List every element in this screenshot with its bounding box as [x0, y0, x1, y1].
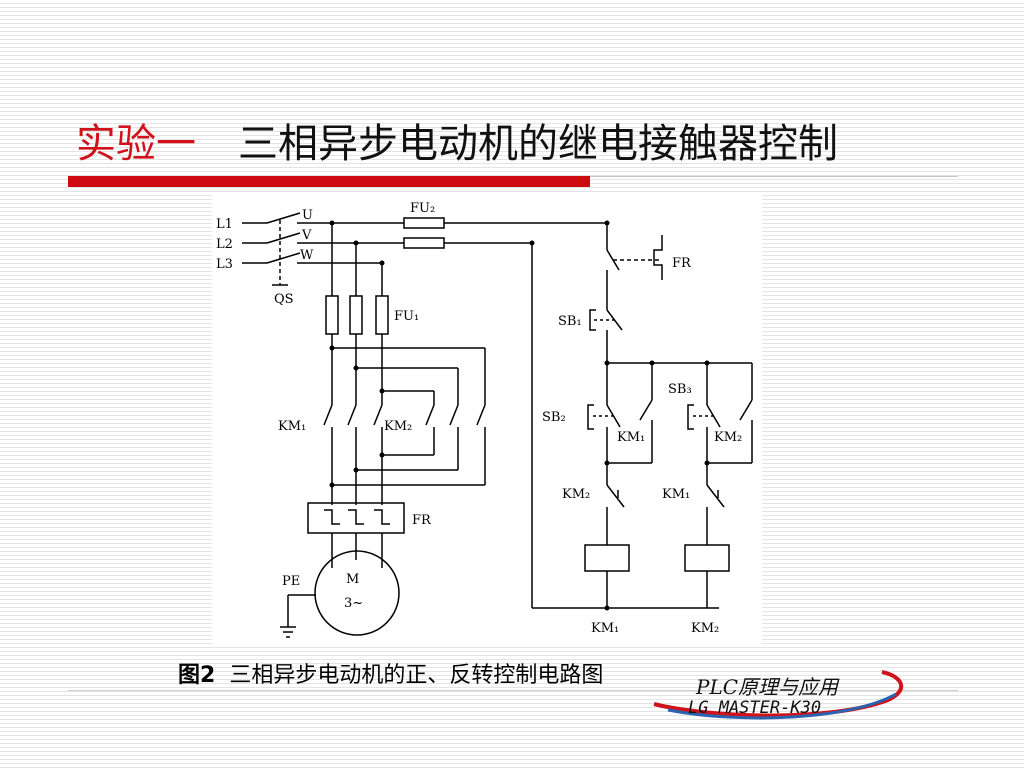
label-motor-m: M	[346, 572, 359, 587]
label-w: W	[300, 248, 314, 263]
label-sb2: SB₂	[542, 410, 566, 425]
label-coil-km1: KM₁	[591, 621, 619, 636]
circuit-labels: L1 L2 L3 U V W QS FU₂ FU₁ FR SB₁ SB₂ SB₃…	[216, 201, 742, 636]
circuit-diagram: L1 L2 L3 U V W QS FU₂ FU₁ FR SB₁ SB₂ SB₃…	[212, 195, 762, 647]
label-motor-phase: 3~	[344, 596, 363, 611]
title-accent-bar	[68, 176, 590, 187]
logo-line1: PLC原理与应用	[696, 675, 839, 699]
circuit-wires	[242, 212, 753, 638]
label-km1-main: KM₁	[278, 419, 306, 434]
label-km2-interlock: KM₂	[562, 487, 590, 502]
label-km1-interlock: KM₁	[662, 487, 690, 502]
label-km2-main: KM₂	[384, 419, 412, 434]
label-l1: L1	[216, 217, 233, 232]
label-qs: QS	[274, 292, 294, 307]
logo-line2: LG MASTER-K30	[688, 698, 822, 718]
label-sb1: SB₁	[558, 314, 582, 329]
figure-caption-text: 三相异步电动机的正、反转控制电路图	[229, 663, 604, 688]
label-l2: L2	[216, 237, 233, 252]
label-u: U	[302, 208, 313, 223]
circuit-junctions	[329, 220, 710, 611]
label-l3: L3	[216, 257, 233, 272]
label-fr-contact: FR	[672, 256, 692, 271]
title-main-text: 三相异步电动机的继电接触器控制	[238, 121, 838, 167]
course-logo: PLC原理与应用 LG MASTER-K30	[650, 660, 908, 726]
label-v: V	[301, 228, 312, 243]
figure-number: 图2	[178, 663, 216, 688]
title-experiment-label: 实验一	[76, 121, 196, 167]
label-km2-hold: KM₂	[714, 430, 742, 445]
label-pe: PE	[282, 574, 300, 589]
label-km1-hold: KM₁	[617, 430, 645, 445]
logo-swoosh-icon	[653, 670, 904, 720]
page-title: 实验一三相异步电动机的继电接触器控制	[76, 116, 838, 172]
footer-divider	[68, 690, 958, 691]
label-fu2: FU₂	[410, 201, 435, 216]
label-sb3: SB₃	[668, 382, 692, 397]
label-coil-km2: KM₂	[691, 621, 719, 636]
label-fu1: FU₁	[394, 309, 419, 324]
figure-caption: 图2 三相异步电动机的正、反转控制电路图	[178, 657, 603, 689]
label-fr-relay: FR	[412, 513, 432, 528]
